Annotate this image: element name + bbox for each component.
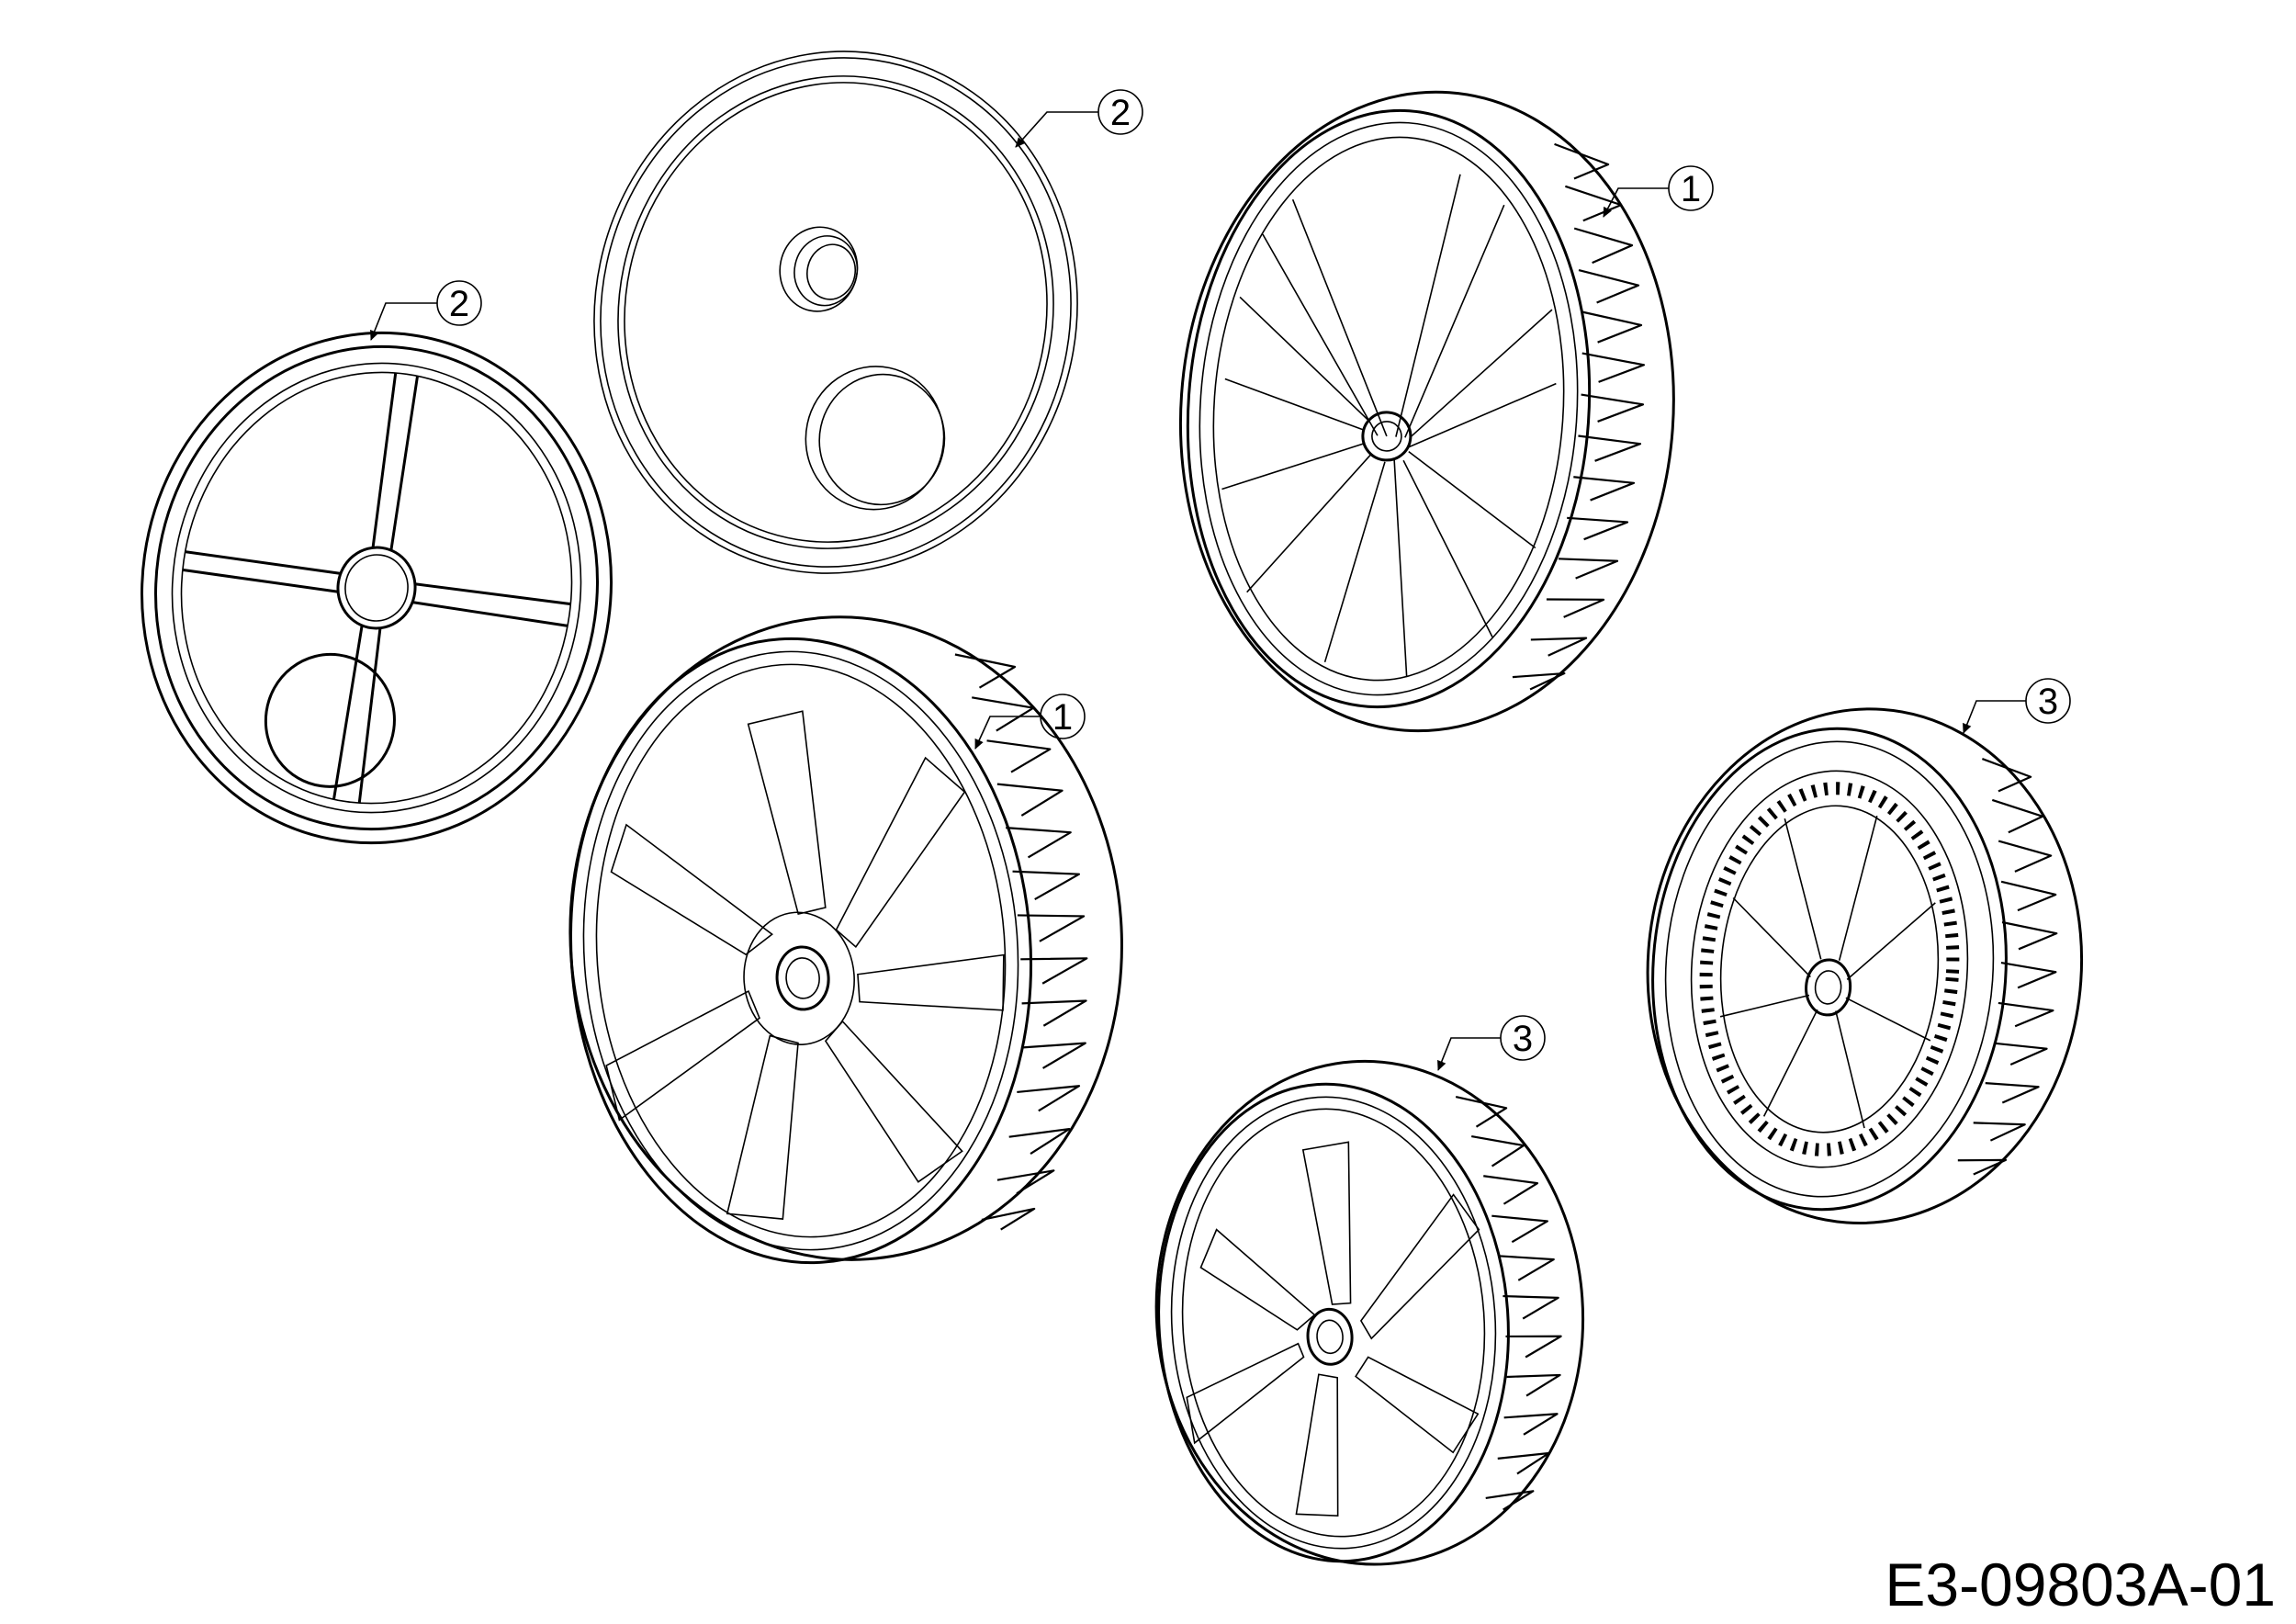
callout-number: 2 [449, 284, 469, 324]
callout-d: 1 [974, 694, 1086, 750]
wheel-3-lower [1154, 1059, 1585, 1566]
callout-b: 2 [370, 280, 482, 341]
callout-number: 1 [1052, 697, 1073, 738]
callout-number: 2 [1110, 93, 1131, 133]
callout-a: 2 [1015, 89, 1143, 148]
wheel-1-upper [1178, 90, 1675, 733]
wheel-cover-spoked [141, 331, 613, 845]
callout-number: 1 [1681, 169, 1701, 209]
wheel-3-gear [1646, 707, 2084, 1224]
wheel-cover-ring [593, 51, 1078, 574]
callout-number: 3 [2038, 682, 2058, 722]
callout-number: 3 [1513, 1019, 1533, 1059]
callout-f: 3 [1437, 1015, 1546, 1071]
callout-c: 1 [1603, 165, 1714, 218]
drawing-code: E3-09803A-01 [1885, 1551, 2276, 1618]
callout-e: 3 [1963, 678, 2071, 734]
wheel-1-lower [568, 615, 1123, 1265]
